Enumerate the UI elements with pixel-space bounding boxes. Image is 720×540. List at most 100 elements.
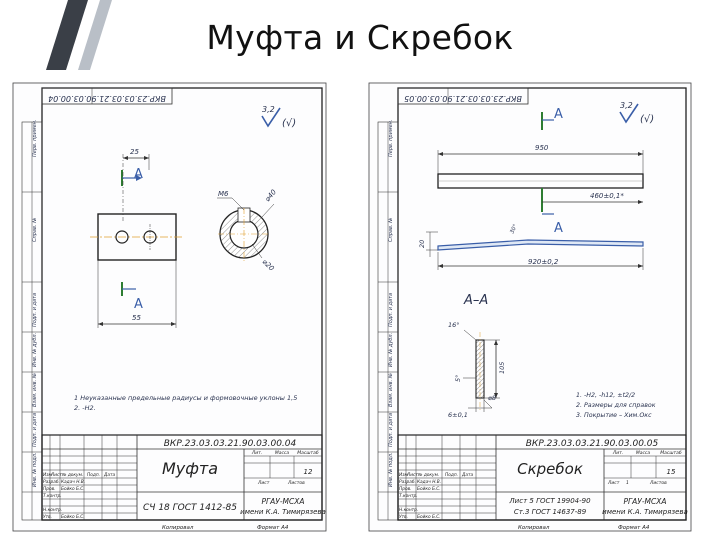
svg-text:Разраб.: Разраб. (43, 479, 60, 485)
svg-text:16°: 16° (448, 321, 460, 329)
svg-text:1: 1 (626, 480, 629, 486)
svg-text:55: 55 (132, 314, 141, 322)
title-block-code: ВКР.23.03.03.21.90.03.00.05 (526, 439, 659, 449)
svg-text:РГАУ-МСХА: РГАУ-МСХА (261, 497, 304, 506)
svg-text:Перв. примен.: Перв. примен. (32, 119, 38, 157)
rotated-code: ВКР.23.03.03.21.90.03.00.05 (404, 94, 522, 103)
svg-text:Утв.: Утв. (399, 514, 408, 520)
drawing-sheet-mufta: Перв. примен. Справ. № Подп. и дата Инв.… (12, 82, 327, 532)
svg-text:Дата: Дата (103, 472, 115, 478)
svg-text:№ докум.: № докум. (417, 472, 439, 478)
svg-text:Подп. и дата: Подп. и дата (388, 413, 394, 447)
svg-text:Инв. № подл.: Инв. № подл. (32, 453, 38, 488)
slide-title: Муфта и Скребок (206, 18, 514, 57)
part-material-1: Лист 5 ГОСТ 19904-90 (508, 497, 591, 505)
title-block-code: ВКР.23.03.03.21.90.03.00.04 (164, 439, 297, 449)
part-name: Муфта (162, 459, 218, 478)
svg-text:Листов: Листов (649, 480, 667, 486)
svg-text:Перв. примен.: Перв. примен. (388, 119, 394, 157)
svg-text:РГАУ-МСХА: РГАУ-МСХА (623, 497, 666, 506)
svg-text:Взам. инв. №: Взам. инв. № (388, 373, 394, 407)
note-2: 2. Размеры для справок (576, 402, 656, 409)
drawing-sheet-skrebok: Перв. примен. Справ. № Подп. и дата Инв.… (368, 82, 692, 532)
section-letter-bottom: A (134, 297, 143, 312)
svg-text:460±0,1*: 460±0,1* (590, 192, 624, 200)
roughness-suffix: (√) (282, 118, 296, 129)
svg-text:Н.контр.: Н.контр. (399, 507, 418, 513)
svg-text:Изм: Изм (43, 472, 52, 478)
decorative-stripes (46, 0, 112, 70)
svg-text:Лист: Лист (50, 472, 62, 478)
section-letter-top: A (134, 167, 143, 182)
svg-text:30°: 30° (509, 223, 519, 235)
title-block: ВКР.23.03.03.21.90.03.00.04 Муфта СЧ 18 … (41, 434, 326, 521)
svg-text:Утв.: Утв. (43, 514, 52, 520)
svg-text:Н.контр.: Н.контр. (43, 507, 62, 513)
svg-text:Кадач Н.В.: Кадач Н.В. (417, 479, 441, 485)
part-material: СЧ 18 ГОСТ 1412-85 (143, 503, 237, 513)
note-1: 1. -Н2, -h12, ±t2/2 (576, 391, 635, 399)
svg-text:Подп.: Подп. (87, 472, 100, 478)
svg-text:Масса: Масса (275, 450, 290, 456)
svg-text:Масштаб: Масштаб (297, 450, 319, 456)
svg-text:Лист: Лист (257, 480, 270, 486)
svg-text:имени К.А. Тимирязева: имени К.А. Тимирязева (240, 508, 326, 516)
title-block: ВКР.23.03.03.21.90.03.00.05 Скребок Лист… (397, 434, 688, 521)
svg-text:105: 105 (498, 362, 506, 374)
note-2: 2. -Н2. (74, 404, 96, 412)
svg-text:⌀8: ⌀8 (488, 394, 496, 402)
svg-text:Т.контр.: Т.контр. (399, 493, 418, 499)
svg-text:920±0,2: 920±0,2 (528, 258, 559, 266)
svg-text:12: 12 (304, 468, 313, 476)
svg-text:Лист: Лист (406, 472, 418, 478)
section-letter-top: A (554, 107, 563, 122)
svg-text:Листов: Листов (287, 480, 305, 486)
part-material-2: Ст.3 ГОСТ 14637-89 (514, 508, 587, 516)
svg-text:15: 15 (667, 468, 676, 476)
svg-text:Масса: Масса (636, 450, 651, 456)
svg-text:5°: 5° (454, 375, 462, 382)
svg-text:M6: M6 (218, 190, 229, 198)
svg-text:Инв. № дубл.: Инв. № дубл. (32, 333, 38, 367)
roughness-value: 3,2 (620, 101, 633, 110)
svg-text:Формат А4: Формат А4 (618, 525, 650, 531)
svg-text:Подп.: Подп. (445, 472, 458, 478)
svg-text:Подп. и дата: Подп. и дата (32, 413, 38, 447)
svg-text:Лист: Лист (607, 480, 620, 486)
rotated-code: ВКР.23.03.03.21.90.03.00.04 (48, 94, 166, 103)
svg-text:20: 20 (418, 240, 426, 248)
section-letter-bottom: A (554, 221, 563, 236)
svg-text:имени К.А. Тимирязева: имени К.А. Тимирязева (602, 508, 688, 516)
svg-text:Дата: Дата (461, 472, 473, 478)
svg-text:⌀20: ⌀20 (261, 258, 276, 273)
roughness-suffix: (√) (640, 114, 654, 125)
svg-text:⌀40: ⌀40 (263, 188, 278, 204)
svg-text:Пров.: Пров. (399, 486, 412, 492)
svg-text:Копировал: Копировал (518, 525, 550, 531)
svg-text:Формат А4: Формат А4 (257, 525, 289, 531)
svg-text:Пров.: Пров. (43, 486, 56, 492)
svg-text:Подп. и дата: Подп. и дата (32, 293, 38, 327)
svg-text:Подп. и дата: Подп. и дата (388, 293, 394, 327)
section-title: А–А (463, 293, 488, 308)
svg-text:Бойко Б.С.: Бойко Б.С. (61, 514, 85, 520)
svg-text:Кадач Н.В.: Кадач Н.В. (61, 479, 85, 485)
svg-text:Лит.: Лит. (612, 450, 623, 456)
svg-text:№ докум.: № докум. (61, 472, 83, 478)
svg-text:25: 25 (130, 148, 139, 156)
svg-text:Изм: Изм (399, 472, 408, 478)
svg-text:Лит.: Лит. (251, 450, 262, 456)
svg-text:6±0,1: 6±0,1 (448, 411, 468, 419)
svg-text:Инв. № дубл.: Инв. № дубл. (388, 333, 394, 367)
svg-text:Бойко Б.С.: Бойко Б.С. (61, 486, 85, 492)
svg-text:Справ. №: Справ. № (388, 218, 394, 242)
part-name: Скребок (517, 460, 583, 478)
svg-text:Копировал: Копировал (162, 525, 194, 531)
roughness-value: 3,2 (262, 105, 275, 114)
svg-text:Масштаб: Масштаб (660, 450, 682, 456)
svg-text:Разраб.: Разраб. (399, 479, 416, 485)
note-1: 1 Неуказанные предельные радиусы и формо… (74, 394, 297, 402)
note-3: 3. Покрытие – Хим.Окс (576, 412, 652, 419)
svg-text:950: 950 (535, 144, 549, 152)
svg-text:Бойко Б.С.: Бойко Б.С. (417, 514, 441, 520)
